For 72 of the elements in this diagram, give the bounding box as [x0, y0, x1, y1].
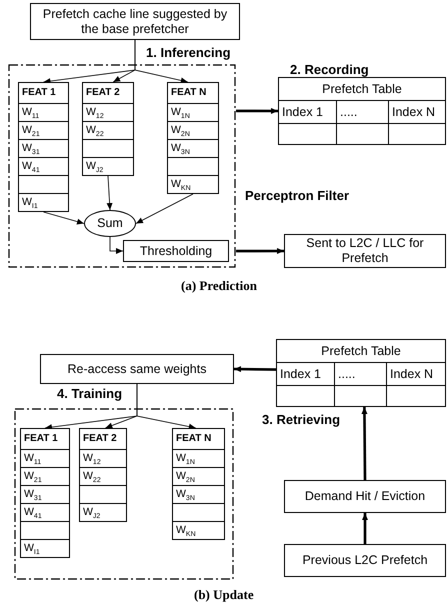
prefetch-table [278, 77, 446, 145]
sum-ellipse: Sum [84, 210, 136, 237]
index-cell: Index 1 [277, 363, 335, 386]
arrow [106, 176, 113, 210]
table-header: FEAT 2 [82, 432, 118, 446]
weight-cell: W$_{31}$ [19, 139, 68, 157]
arrow [43, 212, 84, 224]
weight-cell: W$_{3N}$ [168, 139, 218, 157]
feature-table [172, 428, 225, 540]
weight-cell: W$_{12}$ [83, 103, 133, 121]
weight-cell: W$_{I1}$ [21, 539, 69, 557]
feature-table [20, 428, 70, 558]
feature-table [82, 82, 134, 176]
weight-cell: W$_{21}$ [19, 121, 68, 139]
table-header: FEAT 2 [85, 86, 121, 100]
region-label: Perceptron Filter [245, 188, 350, 203]
step-label: 2. Recording [290, 62, 369, 77]
figure-caption: (a) Prediction [181, 278, 257, 294]
arrow [236, 248, 284, 254]
process-box: Demand Hit / Eviction [284, 480, 446, 513]
arrow [136, 384, 196, 430]
dashed-region [14, 408, 234, 580]
arrow [234, 366, 276, 372]
weight-cell: W$_{J2}$ [80, 503, 126, 521]
feature-table [18, 82, 69, 212]
weight-cell: W$_{I1}$ [19, 193, 68, 211]
weight-cell: W$_{12}$ [80, 449, 126, 467]
step-label: 3. Retrieving [262, 412, 340, 427]
prefetch-table [276, 339, 446, 407]
weight-cell: W$_{31}$ [21, 485, 69, 503]
step-label: 1. Inferencing [146, 45, 231, 60]
index-cell: ..... [335, 363, 387, 386]
weight-cell: W$_{1N}$ [168, 103, 218, 121]
weight-cell: W$_{11}$ [21, 449, 69, 467]
arrow [110, 236, 124, 254]
weight-cell: W$_{21}$ [21, 467, 69, 485]
table-title: Prefetch Table [279, 78, 445, 101]
index-cell: Index N [389, 101, 445, 124]
weight-cell: W$_{J2}$ [83, 157, 133, 175]
table-header: FEAT 1 [23, 432, 59, 446]
arrow [236, 108, 278, 114]
table-header: FEAT N [175, 432, 212, 446]
arrow [362, 513, 368, 544]
arrow [361, 407, 368, 480]
index-cell: ..... [337, 101, 389, 124]
table-header: FEAT N [170, 86, 208, 100]
table-header: FEAT 1 [21, 86, 57, 100]
weight-cell: W$_{41}$ [21, 503, 69, 521]
weight-cell: W$_{22}$ [83, 121, 133, 139]
process-box: Sent to L2C / LLC for Prefetch [284, 234, 446, 268]
weight-cell: W$_{41}$ [19, 157, 68, 175]
weight-cell: W$_{3N}$ [173, 485, 224, 503]
figure-caption: (b) Update [194, 587, 254, 603]
weight-cell: W$_{2N}$ [173, 467, 224, 485]
weight-cell: W$_{22}$ [80, 467, 126, 485]
index-cell: Index 1 [279, 101, 337, 124]
arrow [136, 194, 194, 224]
weight-cell: W$_{11}$ [19, 103, 68, 121]
process-box: Re-access same weights [40, 354, 234, 384]
weight-cell: W$_{1N}$ [173, 449, 224, 467]
weight-cell: W$_{2N}$ [168, 121, 218, 139]
feature-table [167, 82, 219, 194]
step-label: 4. Training [57, 386, 122, 401]
process-box: Thresholding [123, 240, 229, 262]
process-box: Previous L2C Prefetch [284, 544, 446, 577]
weight-cell: W$_{KN}$ [168, 175, 218, 193]
index-cell: Index N [387, 363, 445, 386]
weight-cell: W$_{KN}$ [173, 521, 224, 539]
process-box: Prefetch cache line suggested by the base prefetcher [30, 3, 240, 40]
arrow [134, 40, 188, 84]
table-title: Prefetch Table [277, 340, 445, 363]
feature-table [79, 428, 127, 522]
